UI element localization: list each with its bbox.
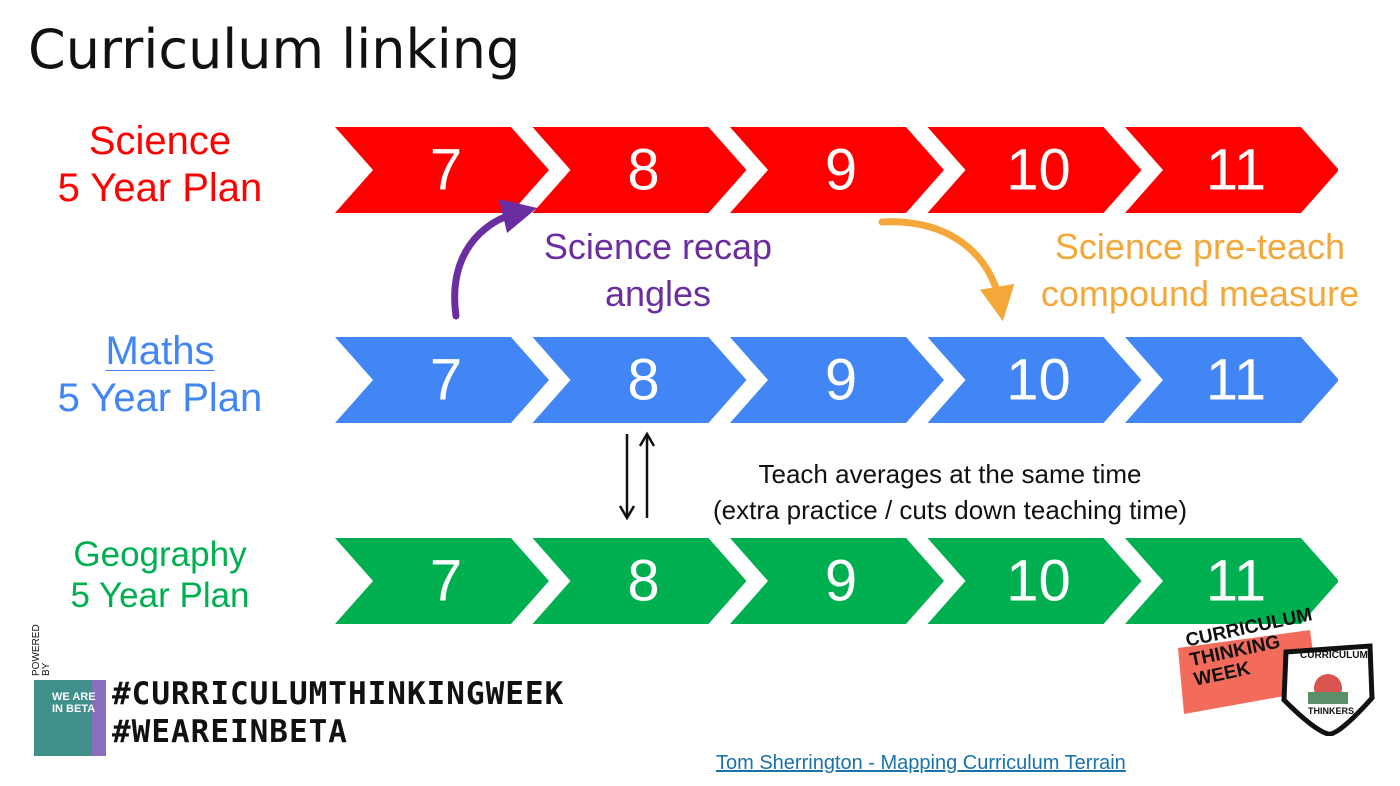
science-year-chevrons: 7 8 9 10 11 [335, 127, 1338, 213]
geography-year-chevrons: 7 8 9 10 11 [335, 538, 1338, 624]
science-year-label: 10 [1006, 138, 1071, 203]
geography-year-label: 10 [1006, 549, 1071, 614]
maths-year-chevron [335, 337, 549, 423]
geography-year-chevron [335, 538, 549, 624]
maths-plan-text: 5 Year Plan [57, 376, 263, 421]
geography-subject-label: Geography [73, 535, 247, 574]
powered-line-2: BY [41, 662, 52, 676]
maths-year-label: 9 [825, 348, 857, 413]
science-year-label: 8 [627, 138, 659, 203]
badge-text-line-1: WE ARE [52, 691, 96, 703]
hashtags: #CURRICULUMTHINKINGWEEK #WEAREINBETA [112, 676, 564, 752]
science-year-chevron [532, 127, 747, 213]
geography-year-label: 11 [1206, 549, 1266, 614]
maths-year-label: 11 [1206, 348, 1266, 413]
science-year-chevron [927, 127, 1142, 213]
hashtag-curriculum-thinking-week: #CURRICULUMTHINKINGWEEK [112, 676, 565, 712]
badge-text: WE ARE IN BETA [52, 691, 96, 715]
geography-year-chevron [927, 538, 1142, 624]
maths-year-chevrons: 7 8 9 10 11 [335, 337, 1338, 423]
maths-chevron-svg: 7 8 9 10 11 [335, 337, 1338, 423]
recap-curved-arrow [451, 199, 538, 320]
geography-year-chevron [730, 538, 944, 624]
maths-plan-label: Maths 5 Year Plan [20, 328, 300, 422]
geography-plan-text: 5 Year Plan [70, 576, 250, 616]
science-year-chevron [730, 127, 944, 213]
thinkers-logo-bottom-text: THINKERS [1308, 706, 1355, 716]
we-are-in-beta-badge: WE ARE IN BETA [34, 680, 106, 756]
science-year-label: 7 [430, 138, 462, 203]
hashtag-we-are-in-beta: #WEAREINBETA [112, 713, 348, 750]
science-year-chevron [1125, 127, 1338, 213]
badge-text-line-2: IN BETA [52, 702, 96, 715]
geography-year-chevron [1125, 538, 1338, 624]
recap-line-1: Science recap [543, 226, 773, 267]
science-year-label: 11 [1206, 138, 1266, 203]
science-preteach-annotation: Science pre-teach compound measure [1020, 224, 1380, 318]
averages-annotation: Teach averages at the same time (extra p… [650, 456, 1250, 529]
preteach-line-1: Science pre-teach [1054, 226, 1346, 267]
science-year-label: 9 [825, 138, 857, 203]
science-year-chevron [335, 127, 549, 213]
geography-plan-label: Geography 5 Year Plan [20, 534, 300, 617]
preteach-curved-arrow [878, 218, 1015, 322]
maths-year-label: 8 [627, 348, 659, 413]
maths-year-chevron [532, 337, 747, 423]
geography-year-label: 8 [627, 549, 659, 614]
averages-line-1: Teach averages at the same time [758, 459, 1142, 489]
geography-chevron-svg: 7 8 9 10 11 [335, 538, 1338, 624]
geography-year-label: 7 [430, 549, 462, 614]
thinkers-logo-top-text: CURRICULUM [1300, 650, 1368, 661]
credit-link[interactable]: Tom Sherrington - Mapping Curriculum Ter… [716, 752, 1126, 774]
preteach-line-2: compound measure [1040, 272, 1360, 314]
page-title: Curriculum linking [28, 18, 521, 81]
geography-year-label: 9 [825, 549, 857, 614]
science-plan-label: Science 5 Year Plan [20, 118, 300, 212]
powered-by-label: POWERED BY [31, 624, 52, 676]
science-recap-annotation: Science recap angles [518, 224, 798, 318]
curriculum-thinkers-logo [1281, 643, 1375, 736]
maths-year-chevron [730, 337, 944, 423]
recap-line-2: angles [604, 272, 712, 314]
maths-year-label: 7 [430, 348, 462, 413]
badge-stripe [92, 680, 106, 756]
maths-subject-label: Maths [105, 329, 215, 373]
double-vertical-arrow [618, 431, 656, 521]
maths-year-chevron [1125, 337, 1338, 423]
science-chevron-svg: 7 8 9 10 11 [335, 127, 1338, 213]
science-plan-text: 5 Year Plan [57, 166, 263, 211]
maths-year-label: 10 [1006, 348, 1071, 413]
science-subject-label: Science [88, 119, 232, 163]
averages-line-2: (extra practice / cuts down teaching tim… [713, 495, 1187, 526]
geography-year-chevron [532, 538, 747, 624]
maths-year-chevron [927, 337, 1142, 423]
